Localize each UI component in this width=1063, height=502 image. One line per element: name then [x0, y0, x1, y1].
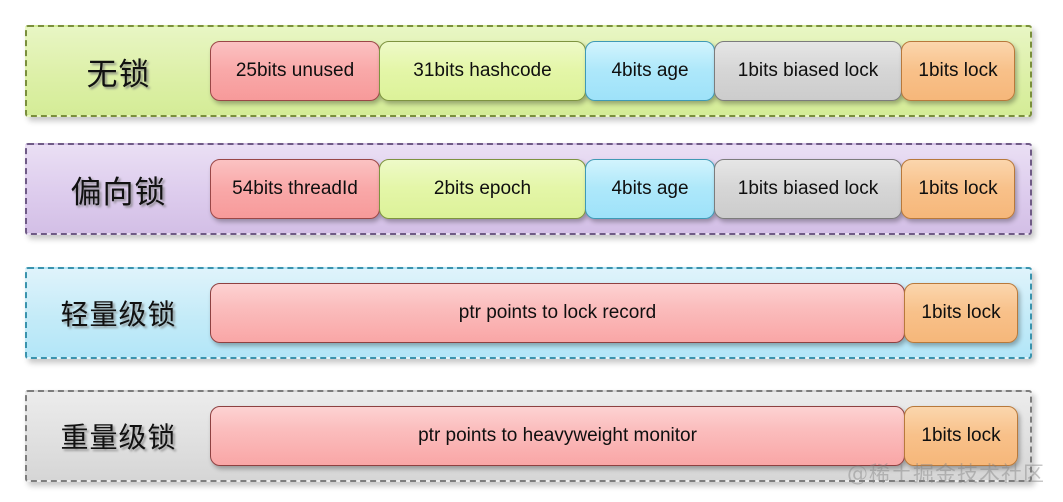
state-label-biased-lock: 偏向锁 — [70, 174, 167, 211]
field-cell: 1bits lock — [901, 41, 1015, 101]
field-cell-label: 1bits biased lock — [737, 60, 879, 81]
field-cell: 1bits biased lock — [714, 159, 902, 219]
field-cell-label: 1bits lock — [918, 178, 998, 199]
field-cell-label: 1bits lock — [918, 60, 998, 81]
field-cell-label: 1bits biased lock — [737, 178, 879, 199]
field-cell: ptr points to heavyweight monitor — [210, 406, 905, 466]
state-label-lightweight-lock: 轻量级锁 — [60, 298, 177, 331]
field-cell: 1bits lock — [901, 159, 1015, 219]
field-cell: 31bits hashcode — [379, 41, 586, 101]
field-cell: 2bits epoch — [379, 159, 586, 219]
field-cell-label: 1bits lock — [921, 425, 1001, 446]
field-cell: 54bits threadId — [210, 159, 380, 219]
field-cell-label: 2bits epoch — [433, 178, 532, 199]
state-label-heavyweight-lock: 重量级锁 — [60, 421, 177, 454]
field-cell-label: 54bits threadId — [232, 178, 358, 199]
field-cell: 1bits lock — [904, 406, 1018, 466]
field-cell-label: 31bits hashcode — [413, 60, 552, 81]
field-cell: 1bits lock — [904, 283, 1018, 343]
lock-state-row-lightweight-lock: 轻量级锁 ptr points to lock record 1bits lock — [25, 267, 1032, 359]
field-cell: ptr points to lock record — [210, 283, 905, 343]
field-cell-label: 4bits age — [611, 178, 689, 199]
lock-state-row-heavyweight-lock: 重量级锁 ptr points to heavyweight monitor 1bi… — [25, 390, 1032, 482]
lock-state-row-no-lock: 无锁 25bits unused 31bits hashcode 4bits age 1… — [25, 25, 1032, 117]
mark-word-fields: ptr points to heavyweight monitor 1bits l… — [210, 406, 1018, 466]
field-cell-label: ptr points to lock record — [458, 302, 657, 323]
field-cell-label: ptr points to heavyweight monitor — [418, 425, 697, 446]
field-cell: 4bits age — [585, 159, 715, 219]
field-cell-label: 1bits lock — [921, 302, 1001, 323]
field-cell-label: 4bits age — [611, 60, 689, 81]
field-cell: 1bits biased lock — [714, 41, 902, 101]
mark-word-fields: 25bits unused 31bits hashcode 4bits age 1bi… — [210, 41, 1018, 101]
mark-word-fields: ptr points to lock record 1bits lock — [210, 283, 1018, 343]
lock-state-row-biased-lock: 偏向锁 54bits threadId 2bits epoch 4bits age 1b… — [25, 143, 1032, 235]
mark-word-fields: 54bits threadId 2bits epoch 4bits age 1bits… — [210, 159, 1018, 219]
field-cell: 25bits unused — [210, 41, 380, 101]
field-cell: 4bits age — [585, 41, 715, 101]
field-cell-label: 25bits unused — [235, 60, 355, 81]
state-label-no-lock: 无锁 — [86, 56, 151, 93]
